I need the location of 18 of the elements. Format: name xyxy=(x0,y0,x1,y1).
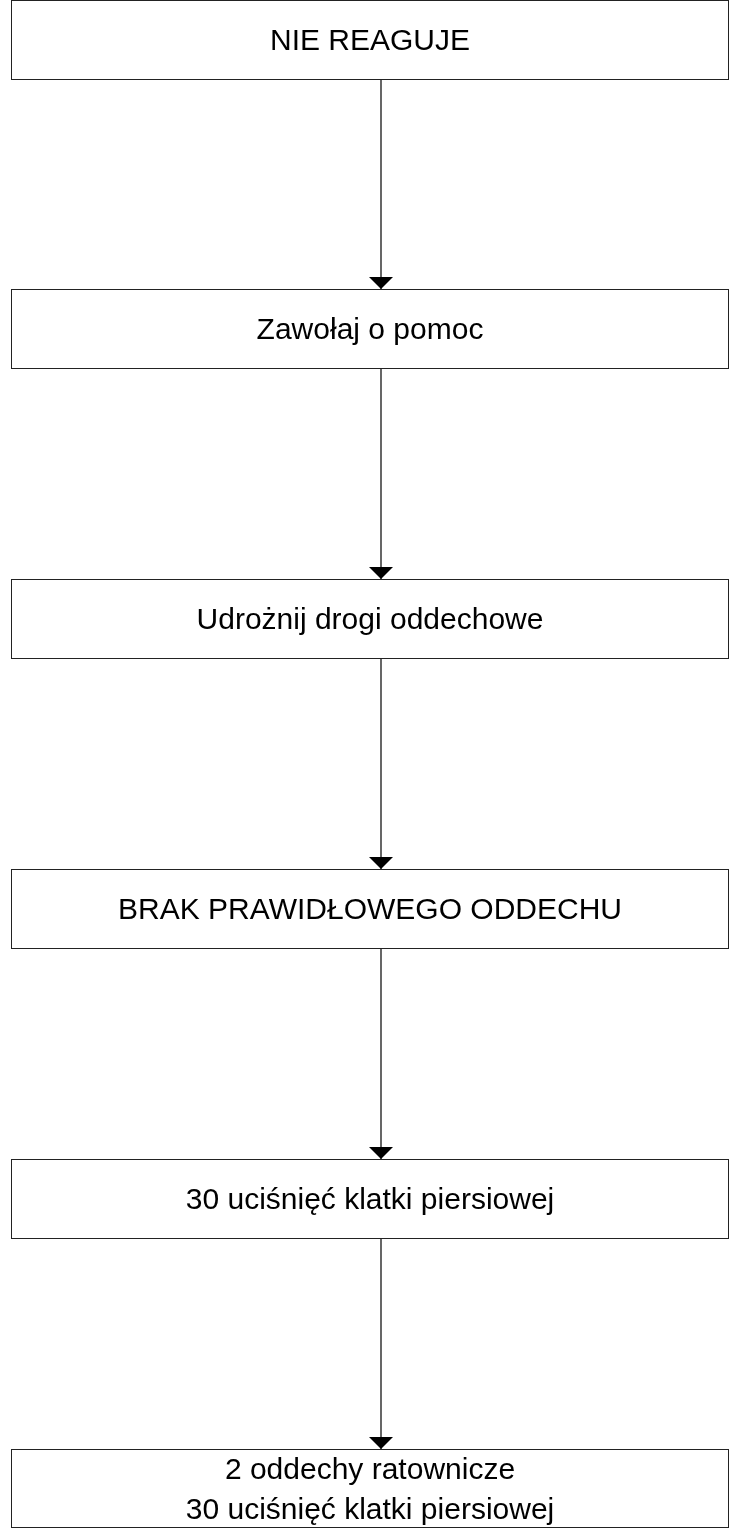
step-text: 2 oddechy ratownicze xyxy=(224,1450,516,1487)
arrow xyxy=(369,1238,393,1450)
arrow xyxy=(369,948,393,1160)
process-box xyxy=(11,0,729,80)
arrow xyxy=(369,79,393,290)
process-box xyxy=(11,869,729,949)
step-text: 30 uciśnięć klatki piersiowej xyxy=(185,1181,555,1217)
step-text: Udrożnij drogi oddechowe xyxy=(196,601,544,637)
arrow xyxy=(369,368,393,580)
arrow xyxy=(369,658,393,870)
step-text: NIE REAGUJE xyxy=(269,22,470,58)
process-box xyxy=(11,579,729,659)
process-box xyxy=(11,289,729,369)
step-text: 30 uciśnięć klatki piersiowej xyxy=(185,1490,555,1527)
process-box xyxy=(11,1159,729,1239)
process-box xyxy=(11,1449,729,1528)
step-text: Zawołaj o pomoc xyxy=(256,311,484,347)
step-text: BRAK PRAWIDŁOWEGO ODDECHU xyxy=(118,891,622,927)
